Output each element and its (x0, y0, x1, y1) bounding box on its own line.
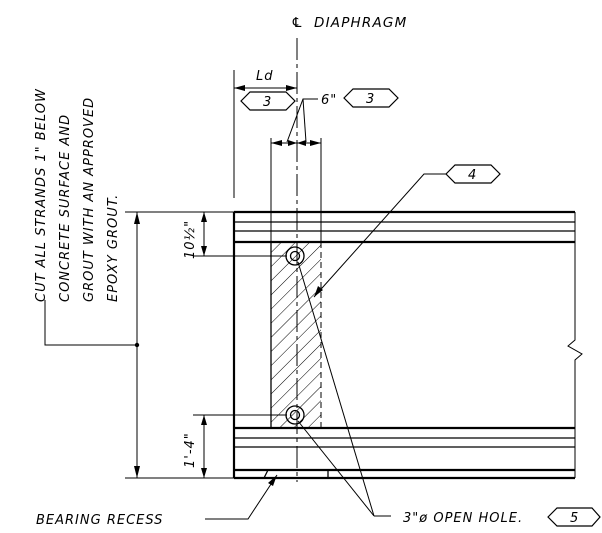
open-hole-callout: 3"ø OPEN HOLE. 5 (297, 261, 601, 527)
width-tag-hex (343, 88, 399, 108)
centerline-label: ℄ DIAPHRAGM (291, 15, 407, 31)
ld-tag: 3 (263, 95, 272, 110)
ld-label: Ld (256, 69, 274, 84)
open-hole-tag-hex (547, 507, 601, 527)
break-line (567, 212, 583, 478)
note-line-4: EPOXY GROUT. (106, 194, 121, 302)
ld-dimension: Ld 3 (233, 69, 297, 198)
bearing-recess-callout: BEARING RECESS (36, 474, 278, 528)
bottom-offset-label: 1'-4" (183, 432, 198, 468)
width-tag: 3 (366, 92, 375, 107)
note-line-3: GROUT WITH AN APPROVED (82, 97, 97, 302)
width-label: 6" (321, 93, 337, 108)
ld-tag-hex (240, 91, 296, 111)
hatch-tag-hex (445, 164, 501, 184)
bearing-recess-label: BEARING RECESS (36, 513, 163, 528)
bearing-recess-outline (263, 469, 329, 479)
top-offset-label: 10½" (183, 220, 198, 259)
top-offset-dimension: 10½" (183, 212, 287, 259)
hatch-tag: 4 (468, 168, 477, 183)
note-leader (44, 300, 137, 346)
centerline-text: DIAPHRAGM (314, 15, 407, 31)
open-hole-tag: 5 (570, 511, 579, 526)
strand-cutting-note: CUT ALL STRANDS 1" BELOW CONCRETE SURFAC… (34, 88, 121, 302)
width-dimension: 6" 3 (270, 88, 399, 242)
open-hole-label: 3"ø OPEN HOLE. (403, 511, 523, 526)
note-line-2: CONCRETE SURFACE AND (58, 114, 73, 302)
note-line-1: CUT ALL STRANDS 1" BELOW (34, 88, 49, 302)
centerline-symbol: ℄ (291, 15, 304, 31)
diaphragm-zone (270, 241, 322, 429)
bottom-offset-dimension: 1'-4" (183, 414, 287, 478)
overall-height-dimension (125, 211, 234, 479)
hatch-callout: 4 (313, 164, 501, 298)
